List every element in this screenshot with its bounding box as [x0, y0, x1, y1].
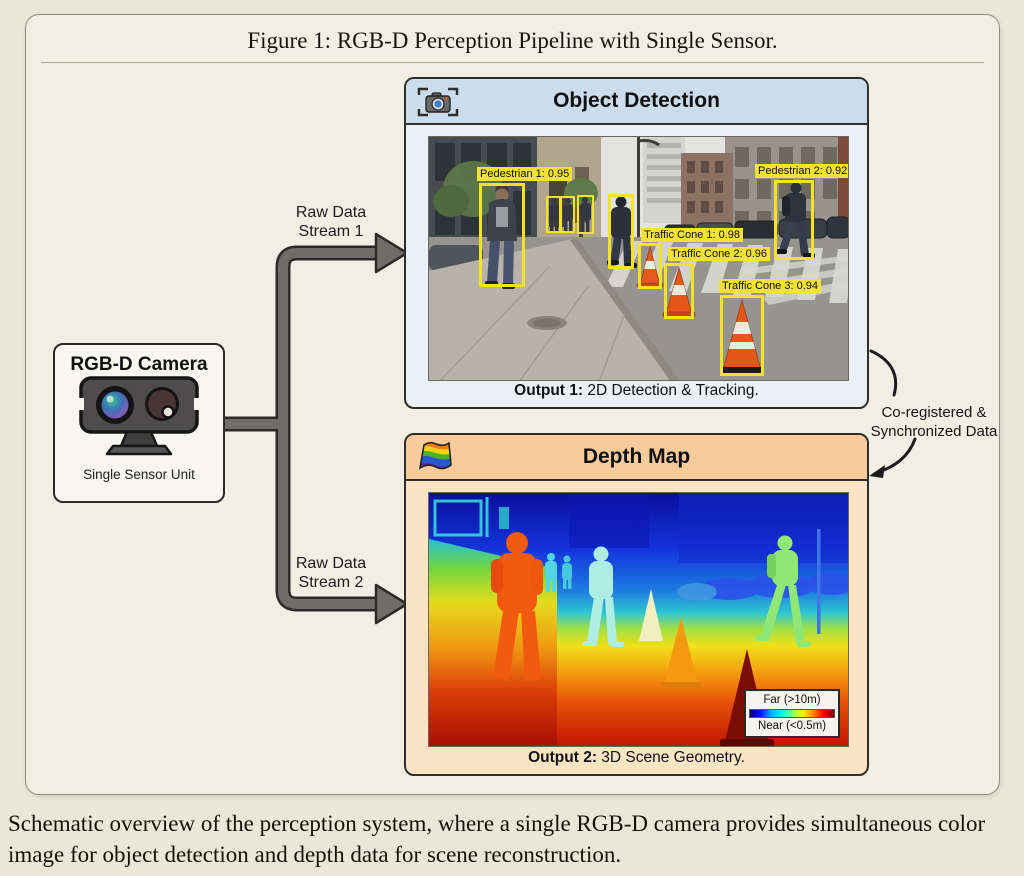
output-2-label: Output 2: [528, 749, 597, 766]
legend-colorbar [749, 709, 835, 718]
coregistration-line1: Co-registered & [881, 404, 987, 421]
coregistration-annotation: Co-registered & Synchronized Data [859, 403, 1009, 441]
detection-box [546, 196, 561, 233]
stream-2-line1: Raw Data [295, 555, 367, 572]
output-2-text: 3D Scene Geometry. [601, 749, 745, 766]
figure-title: Figure 1: RGB-D Perception Pipeline with… [247, 28, 778, 53]
depth-map-header: Depth Map [406, 435, 867, 481]
detection-box [577, 195, 594, 234]
detection-box-pedestrian-2 [774, 180, 814, 260]
rgbd-camera-icon [77, 376, 201, 456]
object-detection-title: Object Detection [553, 89, 720, 112]
camera-title: RGB-D Camera [70, 354, 208, 375]
detection-box-cone-2 [664, 263, 694, 319]
output-2-caption: Output 2: 3D Scene Geometry. [406, 749, 867, 767]
depth-photo: Far (>10m) Near (<0.5m) [428, 492, 849, 747]
stream-2-label: Raw Data Stream 2 [266, 554, 396, 592]
legend-near-label: Near (<0.5m) [757, 720, 827, 732]
figure-caption: Schematic overview of the perception sys… [8, 811, 986, 867]
detection-box [560, 196, 575, 233]
detection-box [608, 194, 634, 269]
figure-frame: Figure 1: RGB-D Perception Pipeline with… [25, 14, 1000, 795]
detection-label-cone-3: Traffic Cone 3: 0.94 [719, 279, 821, 293]
coregistration-line2: Synchronized Data [870, 423, 998, 440]
detection-label-pedestrian-1: Pedestrian 1: 0.95 [477, 167, 573, 181]
depth-map-title: Depth Map [582, 445, 691, 468]
depth-legend: Far (>10m) Near (<0.5m) [744, 689, 840, 738]
object-detection-panel: Object Detection [404, 77, 869, 409]
object-detection-header: Object Detection [406, 79, 867, 125]
output-1-text: 2D Detection & Tracking. [587, 382, 759, 399]
rainbow-map-icon [418, 441, 452, 470]
stream-1-line2: Stream 1 [298, 223, 364, 240]
camera-viewfinder-icon [417, 87, 459, 117]
output-1-label: Output 1: [514, 382, 584, 399]
camera-subtitle: Single Sensor Unit [83, 467, 195, 482]
detection-box-cone-1 [638, 243, 662, 289]
title-divider [41, 62, 984, 63]
detection-box-cone-3 [720, 295, 764, 376]
stream-2-line2: Stream 2 [298, 574, 364, 591]
detection-box-pedestrian-1 [479, 183, 525, 287]
detection-label-cone-1: Traffic Cone 1: 0.98 [641, 228, 743, 242]
depth-map-panel: Depth Map [404, 433, 869, 776]
detection-label-cone-2: Traffic Cone 2: 0.96 [668, 247, 770, 261]
output-1-caption: Output 1: 2D Detection & Tracking. [406, 382, 867, 400]
detection-label-pedestrian-2: Pedestrian 2: 0.92 [755, 164, 848, 178]
stream-1-line1: Raw Data [295, 204, 367, 221]
depth-scene [429, 493, 848, 746]
stream-1-label: Raw Data Stream 1 [266, 203, 396, 241]
detection-photo: Pedestrian 1: 0.95 Pedestrian 2: 0.92 Tr… [428, 136, 849, 381]
legend-far-label: Far (>10m) [763, 694, 821, 706]
rgbd-camera-node: RGB-D Camera Single Sensor Unit [53, 343, 225, 503]
